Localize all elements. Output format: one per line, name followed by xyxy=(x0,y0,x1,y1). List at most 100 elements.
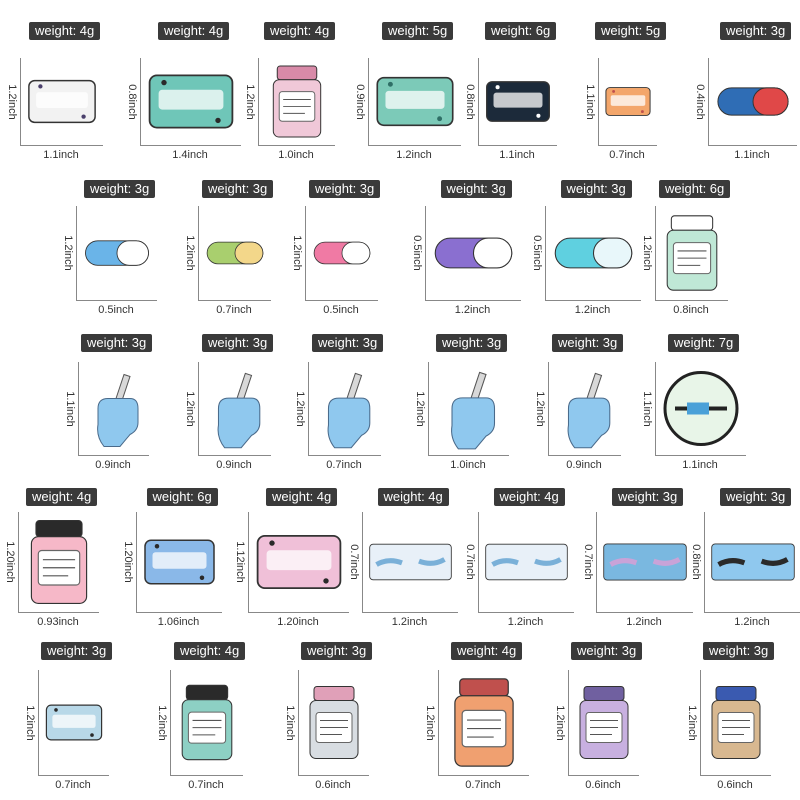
vitamin-sea-capsule-pin xyxy=(82,210,152,296)
weight-label: weight: 3g xyxy=(312,334,384,352)
weight-label: weight: 4g xyxy=(493,488,565,506)
chill-pill-pin xyxy=(551,210,636,296)
height-dimension: 1.2inch xyxy=(424,704,436,741)
dimension-frame xyxy=(425,206,521,301)
dimension-frame xyxy=(38,670,109,776)
happy-pill-pin xyxy=(311,210,373,296)
weight-label: weight: 3g xyxy=(41,642,113,660)
serotonin-orange-bottle-pin xyxy=(444,674,524,771)
dimension-frame xyxy=(170,670,243,776)
width-dimension: 0.9inch xyxy=(566,459,602,471)
width-dimension: 1.2inch xyxy=(391,616,428,628)
width-dimension: 0.5inch xyxy=(98,304,134,316)
weight-label: weight: 3g xyxy=(440,180,512,198)
weight-label: weight: 3g xyxy=(84,180,156,198)
dimension-frame xyxy=(428,362,509,456)
height-dimension: 0.8inch xyxy=(690,544,702,580)
dimension-frame xyxy=(700,670,771,776)
width-dimension: 1.1inch xyxy=(43,149,79,161)
i-believe-in-science-pin xyxy=(661,366,741,451)
height-dimension: 0.7inch xyxy=(582,544,594,580)
width-dimension: 1.4inch xyxy=(172,149,208,161)
live-laugh-lamictal-pin xyxy=(26,62,98,141)
dimension-frame xyxy=(438,670,529,776)
width-dimension: 1.1inch xyxy=(499,149,535,161)
dimension-frame xyxy=(18,512,99,613)
width-dimension: 0.7inch xyxy=(55,779,91,791)
pharmacy-student-pin xyxy=(142,516,217,608)
height-dimension: 1.2inch xyxy=(641,235,653,271)
dimension-frame xyxy=(478,512,574,613)
weight-label: weight: 4g xyxy=(266,488,338,506)
width-dimension: 0.6inch xyxy=(315,779,351,791)
width-dimension: 0.7inch xyxy=(216,304,252,316)
creation-hands-pin-alt xyxy=(484,516,569,608)
dimension-frame xyxy=(298,670,369,776)
serotonin-bottle-pin xyxy=(304,674,364,771)
width-dimension: 0.6inch xyxy=(717,779,753,791)
height-dimension: 1.2inch xyxy=(156,704,168,741)
height-dimension: 0.4inch xyxy=(694,83,706,120)
dimension-frame xyxy=(140,58,241,146)
weight-label: weight: 3g xyxy=(560,180,632,198)
weight-label: weight: 6g xyxy=(659,180,731,198)
dimension-frame xyxy=(655,362,746,456)
width-dimension: 0.9inch xyxy=(216,459,252,471)
dimension-frame xyxy=(198,206,271,301)
dimension-frame xyxy=(198,362,271,456)
width-dimension: 0.7inch xyxy=(188,779,224,791)
i-like-people-pin xyxy=(484,62,552,141)
height-dimension: 1.2inch xyxy=(294,390,306,427)
height-dimension: 0.9inch xyxy=(354,83,366,120)
dimension-frame xyxy=(368,58,461,146)
dimension-frame xyxy=(258,58,335,146)
width-dimension: 0.7inch xyxy=(609,149,645,161)
dimension-frame xyxy=(548,362,621,456)
weight-label: weight: 3g xyxy=(720,22,792,40)
width-dimension: 0.8inch xyxy=(673,304,709,316)
hold-still-glove-pin xyxy=(602,516,688,608)
weight-label: weight: 3g xyxy=(703,642,775,660)
iv-bag-people-pin xyxy=(604,62,652,141)
weight-label: weight: 3g xyxy=(720,488,792,506)
weight-label: weight: 3g xyxy=(301,642,373,660)
height-dimension: 1.12inch xyxy=(234,541,246,583)
glove-scalpel-pin xyxy=(204,366,266,451)
believe-science-banner-pin xyxy=(44,674,104,771)
height-dimension: 1.1inch xyxy=(64,390,76,427)
dimension-frame xyxy=(568,670,639,776)
take-your-meds-purple-pin xyxy=(574,674,634,771)
dimension-frame xyxy=(545,206,641,301)
height-dimension: 0.7inch xyxy=(464,544,476,580)
dimension-frame xyxy=(136,512,222,613)
width-dimension: 1.2inch xyxy=(734,616,770,628)
weight-label: weight: 4g xyxy=(377,488,449,506)
dimension-frame xyxy=(596,512,693,613)
graduate-pill-pin xyxy=(204,210,266,296)
dimension-frame xyxy=(308,362,381,456)
weight-label: weight: 3g xyxy=(552,334,624,352)
weight-label: weight: 3g xyxy=(436,334,508,352)
height-dimension: 0.5inch xyxy=(411,235,423,271)
astronaut-pill-pin xyxy=(431,210,516,296)
dimension-frame xyxy=(655,206,728,301)
weight-label: weight: 6g xyxy=(146,488,218,506)
weight-label: weight: 4g xyxy=(174,642,246,660)
weight-label: weight: 7g xyxy=(668,334,740,352)
dimension-frame xyxy=(704,512,800,613)
live-laugh-lexapro-jar-pin xyxy=(264,62,330,141)
height-dimension: 1.2inch xyxy=(534,390,546,427)
weight-label: weight: 4g xyxy=(26,488,98,506)
height-dimension: 1.2inch xyxy=(414,390,426,427)
glove-hammer-pin xyxy=(84,366,144,451)
width-dimension: 0.6inch xyxy=(585,779,621,791)
dimension-frame xyxy=(305,206,378,301)
anxiety-dialog-pin xyxy=(374,62,456,141)
dimension-frame xyxy=(76,206,157,301)
width-dimension: 0.5inch xyxy=(323,304,359,316)
dimension-frame xyxy=(20,58,103,146)
width-dimension: 1.0inch xyxy=(278,149,314,161)
width-dimension: 0.7inch xyxy=(326,459,362,471)
dimension-frame xyxy=(248,512,349,613)
dimension-frame xyxy=(598,58,657,146)
